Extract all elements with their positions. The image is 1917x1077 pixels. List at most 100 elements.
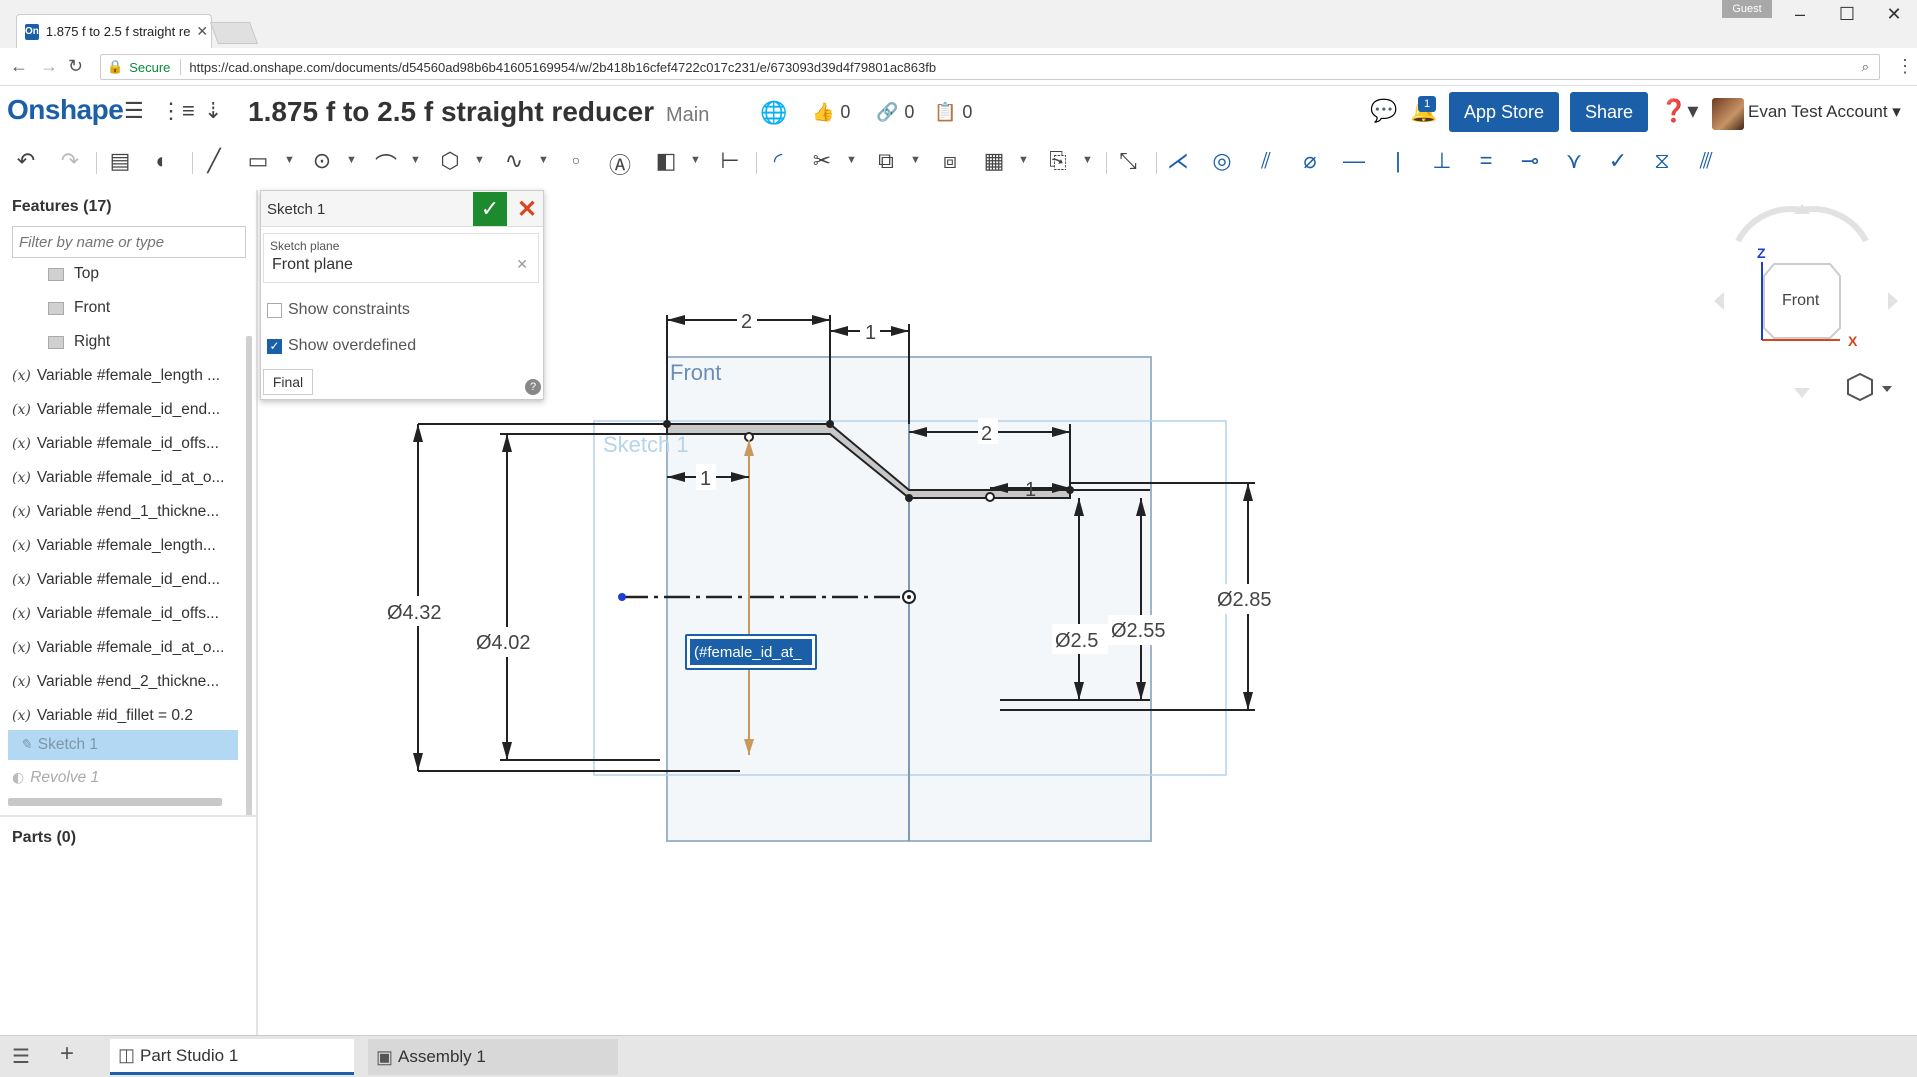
feature-sketch-1[interactable]: ✎Sketch 1 [8, 730, 238, 760]
feature-variable[interactable]: (x)Variable #end_1_thickne... [12, 498, 238, 526]
back-icon[interactable]: ← [10, 56, 28, 76]
chevron-down-icon[interactable]: ▼ [346, 154, 357, 166]
line-icon[interactable]: ╱ [207, 148, 221, 173]
vertical-icon[interactable]: | [1395, 148, 1401, 173]
sketch-plane-field[interactable]: Sketch plane Front plane ✕ [263, 233, 539, 283]
feature-variable[interactable]: (x)Variable #end_2_thickne... [12, 668, 238, 696]
feature-variable[interactable]: (x)Variable #id_fillet = 0.2 [12, 702, 238, 730]
feature-list-vscrollbar[interactable] [246, 336, 252, 816]
branch-name[interactable]: Main [666, 104, 710, 126]
dimension-label[interactable]: 1 [700, 468, 711, 490]
spline-icon[interactable]: ∿ [504, 148, 524, 173]
use-projection-icon[interactable]: ⤡ [1119, 148, 1137, 173]
feature-revolve-1[interactable]: ◐Revolve 1 [12, 764, 238, 792]
dimension-label[interactable]: Ø4.32 [387, 602, 441, 624]
show-overdefined-checkbox[interactable]: ✓ [267, 338, 282, 354]
show-constraints-checkbox[interactable] [267, 302, 282, 318]
point-icon[interactable]: ○ [571, 152, 581, 168]
tangent-icon[interactable]: ⌀ [1303, 148, 1317, 173]
minimize-icon[interactable]: – [1794, 4, 1805, 24]
construction-icon[interactable]: ◧ [655, 148, 677, 173]
zoom-icon[interactable]: ⌕ [1861, 59, 1869, 74]
new-tab-button[interactable] [209, 22, 259, 44]
undo-icon[interactable]: ↶ [16, 148, 36, 173]
comments-icon[interactable]: 💬 [1370, 98, 1398, 123]
dimension-edit-field[interactable]: (#female_id_at_ [685, 634, 817, 670]
equal-icon[interactable]: = [1479, 148, 1493, 173]
pattern-icon[interactable]: ▦ [983, 148, 1005, 173]
show-overdefined-row[interactable]: ✓ Show overdefined [267, 337, 416, 355]
globe-icon[interactable]: 🌐 [760, 100, 788, 125]
history-icon[interactable]: ⇣ [204, 98, 223, 123]
browser-tab[interactable]: On 1.875 f to 2.5 f straight re ✕ [16, 14, 212, 48]
rectangle-icon[interactable]: ▭ [247, 148, 269, 173]
hamburger-menu-icon[interactable]: ☰ [124, 98, 144, 123]
avatar[interactable] [1712, 98, 1744, 130]
feature-plane-right[interactable]: Right [48, 328, 274, 356]
browser-menu-icon[interactable]: ⋮ [1896, 56, 1914, 76]
chevron-down-icon[interactable]: ▼ [1082, 154, 1093, 166]
dimension-label[interactable]: 2 [741, 311, 752, 333]
likes-count[interactable]: 👍 0 [812, 102, 850, 123]
help-icon[interactable]: ❓▾ [1660, 98, 1699, 123]
add-tab-icon[interactable]: + [60, 1040, 75, 1067]
mirror-icon[interactable]: ⧈ [943, 148, 957, 173]
normal-icon[interactable]: ⋎ [1565, 148, 1583, 173]
chevron-down-icon[interactable]: ▼ [1018, 154, 1029, 166]
feature-variable[interactable]: (x)Variable #female_id_offs... [12, 430, 238, 458]
view-mode-dropdown[interactable] [1847, 372, 1892, 402]
dimension-label[interactable]: 2 [981, 423, 992, 445]
pierce-icon[interactable]: ✓ [1608, 148, 1628, 173]
dimension-edit-value[interactable]: (#female_id_at_ [690, 639, 812, 665]
chevron-down-icon[interactable]: ▼ [690, 154, 701, 166]
view-cube-face-label[interactable]: Front [1782, 292, 1820, 309]
tab-manager-icon[interactable]: ☰ [12, 1046, 30, 1068]
feature-variable[interactable]: (x)Variable #female_id_at_o... [12, 634, 238, 662]
feature-variable[interactable]: (x)Variable #female_length... [12, 532, 238, 560]
forward-icon[interactable]: → [40, 56, 58, 76]
concentric-icon[interactable]: ◎ [1212, 148, 1232, 173]
feature-variable[interactable]: (x)Variable #female_length ... [12, 362, 238, 390]
feature-variable[interactable]: (x)Variable #female_id_offs... [12, 600, 238, 628]
chevron-down-icon[interactable]: ▼ [910, 154, 921, 166]
close-tab-icon[interactable]: ✕ [196, 23, 209, 39]
maximize-icon[interactable]: ☐ [1838, 4, 1856, 24]
dimension-label[interactable]: Ø2.55 [1111, 620, 1165, 642]
sketch-icon[interactable]: ▤ [109, 148, 131, 173]
revolve-icon[interactable]: ◐ [155, 148, 169, 173]
dimension-label[interactable]: Ø4.02 [476, 632, 530, 654]
dimension-label[interactable]: 1 [865, 322, 876, 344]
feature-list-hscrollbar[interactable] [8, 798, 222, 806]
dxf-import-icon[interactable]: ⎘ [1049, 148, 1067, 173]
feature-variable[interactable]: (x)Variable #female_id_at_o... [12, 464, 238, 492]
chevron-down-icon[interactable]: ▼ [284, 154, 295, 166]
feature-variable[interactable]: (x)Variable #female_id_end... [12, 566, 238, 594]
circle-icon[interactable]: ⊙ [312, 148, 332, 173]
version-graph-icon[interactable]: ⋮≡ [160, 98, 195, 123]
reload-icon[interactable]: ↻ [68, 56, 84, 76]
dimension-label[interactable]: Ø2.85 [1217, 589, 1271, 611]
trim-icon[interactable]: ✂ [812, 148, 832, 173]
horizontal-icon[interactable]: — [1343, 148, 1365, 173]
chevron-down-icon[interactable]: ▼ [846, 154, 857, 166]
feature-filter-input[interactable] [12, 226, 246, 258]
text-icon[interactable]: Ⓐ [608, 153, 631, 178]
tab-assembly-1[interactable]: ▣ Assembly 1 [368, 1039, 618, 1075]
app-store-button[interactable]: App Store [1449, 92, 1559, 132]
fix-icon[interactable]: ⫻ [1699, 148, 1713, 173]
share-button[interactable]: Share [1570, 92, 1648, 132]
arc-icon[interactable]: ⌒ [374, 153, 397, 178]
midpoint-icon[interactable]: ⊸ [1520, 148, 1540, 173]
polygon-icon[interactable]: ⬡ [440, 148, 460, 173]
graphics-canvas[interactable]: Front Sketch 1 [262, 184, 1917, 1035]
chevron-down-icon[interactable]: ▼ [538, 154, 549, 166]
dimension-label[interactable]: 1 [1025, 479, 1036, 501]
perpendicular-icon[interactable]: ⊥ [1432, 148, 1452, 173]
show-constraints-row[interactable]: Show constraints [267, 301, 410, 319]
symmetric-icon[interactable]: ⧖ [1654, 148, 1670, 173]
feature-variable[interactable]: (x)Variable #female_id_end... [12, 396, 238, 424]
copies-count[interactable]: 📋 0 [934, 102, 972, 123]
chevron-down-icon[interactable]: ▼ [410, 154, 421, 166]
cancel-button[interactable]: ✕ [513, 195, 541, 223]
onshape-logo[interactable]: Onshape [7, 94, 124, 125]
